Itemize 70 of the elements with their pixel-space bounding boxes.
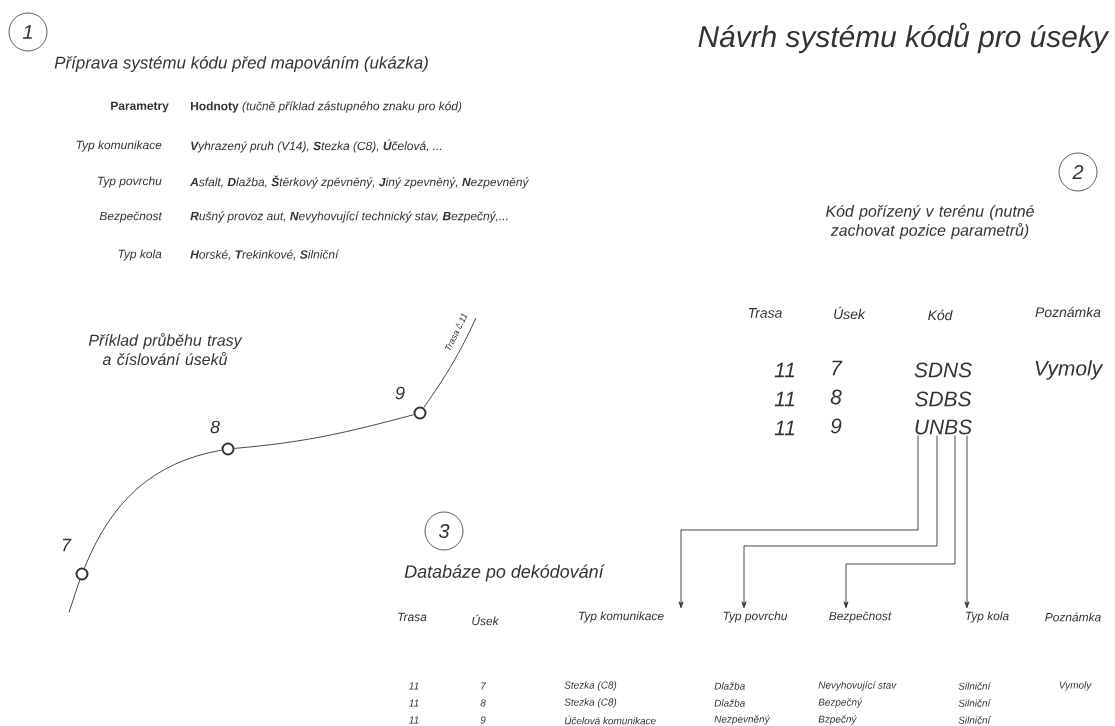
table-cell: Vymoly	[1059, 681, 1092, 691]
column-header: Poznámka	[1035, 306, 1101, 318]
column-header: Hodnoty (tučně příklad zástupného znaku pro kód)	[191, 101, 462, 113]
table-cell: 8	[830, 389, 842, 405]
parameter-name: Typ kola	[118, 249, 162, 261]
column-header: Poznámka	[1045, 612, 1101, 622]
column-header: Parametry	[111, 101, 169, 113]
table-cell: 11	[774, 362, 795, 378]
parameter-values: Rušný provoz aut, Nevyhovující technický stav, Bezpečný,...	[190, 211, 508, 223]
parameter-values: Asfalt, Dlažba, Štěrkový zpěvněný, Jiný zpevněný, Nezpevněný	[189, 175, 530, 189]
table-cell: Bzpečný	[818, 715, 857, 725]
column-header: Úsek	[834, 306, 866, 320]
table-cell: SDNS	[914, 362, 972, 378]
table-cell: Silniční	[958, 699, 992, 707]
table-cell: Dlažba	[714, 699, 745, 707]
parameter-name: Typ komunikace	[76, 140, 162, 152]
arrow	[964, 435, 970, 609]
column-header: Typ povrchu	[723, 611, 788, 623]
segment-number: 7	[62, 538, 72, 552]
table-cell: 11	[409, 682, 419, 690]
table-cell: 7	[832, 360, 843, 376]
column-header: Bezpečnost	[829, 611, 892, 623]
column-header: Kód	[928, 309, 953, 321]
segment-number: 9	[395, 386, 405, 400]
column-header: Typ komunikace	[579, 611, 664, 623]
parameter-values: Horské, Trekinkové, Silniční	[190, 249, 340, 261]
column-header: Trasa	[398, 612, 427, 622]
arrow	[741, 435, 938, 609]
table-cell: Silniční	[958, 682, 992, 690]
table-cell: 9	[830, 418, 842, 434]
step-number: 2	[1058, 152, 1098, 192]
table-cell: Silniční	[958, 716, 992, 724]
note: Vymoly	[1035, 360, 1104, 380]
route-line	[234, 414, 415, 449]
table-cell: 8	[480, 699, 486, 707]
step-number: 1	[8, 12, 48, 52]
table-cell: 11	[774, 420, 795, 436]
table-cell: Účelová komunikace	[564, 715, 656, 725]
column-header: Trasa	[748, 308, 782, 318]
code-text: UNBS	[915, 419, 972, 435]
table-cell: Dlažba	[714, 682, 745, 690]
table-cell: Bezpečný	[818, 698, 863, 708]
segment-point	[413, 406, 427, 420]
title: Návrh systému kódů pro úseky	[698, 22, 1110, 54]
step-number: 3	[424, 511, 464, 551]
edge-label: Trasa č.11	[442, 310, 470, 354]
route-line	[68, 579, 81, 613]
parameter-name: Typ povrchu	[98, 176, 162, 188]
segment-point	[75, 567, 89, 581]
table-cell: 7	[481, 682, 487, 690]
column-header: Typ kola	[965, 611, 1009, 623]
segment-point	[221, 442, 235, 456]
route-line	[423, 317, 477, 409]
table-cell: 11	[409, 699, 419, 707]
section-heading: Příklad průběhu trasy a číslování úseků	[88, 332, 243, 366]
segment-number: 8	[210, 420, 220, 434]
parameter-values: Vyhrazený pruh (V14), Stezka (C8), Účelová, ...	[191, 139, 442, 153]
table-cell: Nevyhovující stav	[818, 681, 897, 691]
parameter-name: Bezpečnost	[99, 211, 163, 223]
table-cell: Nezpevněný	[714, 715, 771, 725]
table-cell: SDBS	[915, 391, 972, 407]
arrow	[843, 435, 956, 609]
table-cell: 9	[480, 716, 486, 724]
table-cell: 11	[774, 391, 795, 407]
table-cell: 11	[409, 716, 419, 724]
column-header: Úsek	[472, 614, 500, 626]
route-line	[84, 449, 223, 569]
table-cell: Stezka (C8)	[564, 698, 617, 708]
arrow	[678, 435, 919, 609]
table-cell: Stezka (C8)	[564, 681, 617, 691]
